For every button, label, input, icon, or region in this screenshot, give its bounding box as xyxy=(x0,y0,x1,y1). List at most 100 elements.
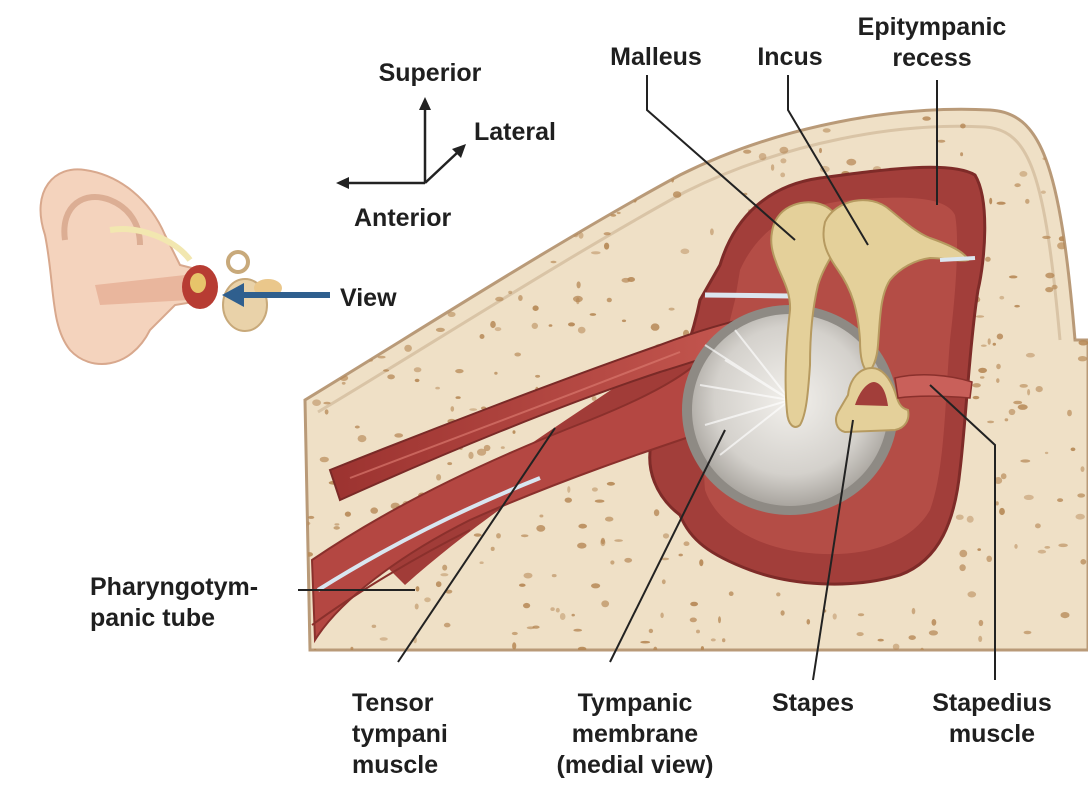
bone-speck xyxy=(381,329,386,333)
bone-speck xyxy=(383,369,389,371)
bone-speck xyxy=(577,281,581,288)
bone-speck xyxy=(573,629,582,632)
bone-speck xyxy=(651,323,660,330)
bone-speck xyxy=(1024,495,1034,500)
bone-speck xyxy=(781,610,785,615)
bone-speck xyxy=(687,123,694,129)
bone-speck xyxy=(394,433,403,437)
bone-speck xyxy=(365,175,373,179)
bone-speck xyxy=(325,409,329,414)
bone-speck xyxy=(1036,386,1043,392)
bone-speck xyxy=(300,369,306,374)
bone-speck xyxy=(590,313,597,316)
bone-speck xyxy=(681,249,690,255)
anterior-label: Anterior xyxy=(354,203,474,234)
bone-speck xyxy=(1026,353,1035,358)
bone-speck xyxy=(302,304,309,309)
bone-speck xyxy=(596,189,602,193)
bone-speck xyxy=(996,378,999,383)
bone-speck xyxy=(1020,384,1028,388)
bone-speck xyxy=(496,174,504,179)
bone-speck xyxy=(807,619,811,625)
bone-speck xyxy=(574,214,579,219)
bone-speck xyxy=(959,550,967,557)
bone-speck xyxy=(484,445,491,451)
orientation-axes xyxy=(336,97,466,189)
bone-speck xyxy=(989,198,992,205)
bone-speck xyxy=(387,374,395,379)
bone-speck xyxy=(661,145,667,150)
bone-speck xyxy=(591,583,600,588)
bone-speck xyxy=(532,323,538,329)
bone-speck xyxy=(986,556,992,562)
bone-speck xyxy=(699,559,703,566)
tensor-tympani-muscle-label: Tensor tympani muscle xyxy=(352,688,482,781)
bone-speck xyxy=(833,613,837,619)
bone-speck xyxy=(567,486,570,493)
bone-speck xyxy=(607,298,612,303)
epitympanic-recess-label: Epitympanic recess xyxy=(832,12,1032,74)
bone-speck xyxy=(614,539,623,542)
bone-speck xyxy=(551,261,557,263)
bone-speck xyxy=(1014,183,1020,187)
bone-speck xyxy=(718,616,721,623)
bone-speck xyxy=(518,295,523,301)
bone-speck xyxy=(320,378,326,383)
bone-speck xyxy=(529,193,533,197)
bone-speck xyxy=(1032,125,1041,132)
bone-speck xyxy=(456,396,461,399)
bone-speck xyxy=(653,647,657,653)
bone-speck xyxy=(1041,191,1046,194)
bone-speck xyxy=(1079,340,1088,345)
bone-speck xyxy=(514,353,521,357)
bone-speck xyxy=(1058,544,1068,548)
bone-speck xyxy=(1078,356,1087,361)
bone-speck xyxy=(968,591,977,597)
tympanic-membrane-label: Tympanic membrane (medial view) xyxy=(530,688,740,781)
bone-speck xyxy=(999,508,1005,515)
bone-speck xyxy=(1025,199,1029,204)
bone-speck xyxy=(350,647,353,651)
bone-speck xyxy=(573,296,583,302)
bone-speck xyxy=(997,202,1006,205)
bone-speck xyxy=(408,197,412,202)
bone-speck xyxy=(1038,550,1046,554)
bone-speck xyxy=(858,613,864,616)
bone-speck xyxy=(985,257,991,262)
bone-speck xyxy=(314,649,317,655)
bone-speck xyxy=(549,324,553,327)
bone-speck xyxy=(448,312,456,317)
bone-speck xyxy=(444,623,451,628)
bone-speck xyxy=(932,619,937,626)
bone-speck xyxy=(440,573,448,576)
bone-speck xyxy=(572,614,575,617)
bone-speck xyxy=(309,178,314,183)
bone-speck xyxy=(568,322,575,326)
bone-speck xyxy=(472,171,477,178)
incus-label: Incus xyxy=(745,42,835,73)
bone-speck xyxy=(696,630,700,634)
bone-speck xyxy=(663,533,669,538)
bone-speck xyxy=(1009,275,1018,278)
bone-speck xyxy=(960,124,966,129)
bone-speck xyxy=(600,539,605,546)
bone-speck xyxy=(591,251,601,254)
bone-speck xyxy=(513,430,516,434)
bone-speck xyxy=(1045,273,1054,279)
bone-speck xyxy=(1014,544,1017,549)
bone-speck xyxy=(424,190,429,194)
bone-speck xyxy=(997,334,1003,340)
bone-speck xyxy=(616,199,622,203)
bone-speck xyxy=(660,613,663,619)
bone-speck xyxy=(410,241,417,245)
bone-speck xyxy=(504,254,509,261)
bone-speck xyxy=(583,195,593,200)
bone-speck xyxy=(1071,204,1077,210)
bone-speck xyxy=(815,113,818,116)
bone-speck xyxy=(690,618,697,623)
bone-speck xyxy=(416,586,420,591)
bone-speck xyxy=(1013,401,1022,405)
bone-speck xyxy=(512,642,516,649)
bone-speck xyxy=(320,457,329,463)
bone-speck xyxy=(980,376,985,378)
